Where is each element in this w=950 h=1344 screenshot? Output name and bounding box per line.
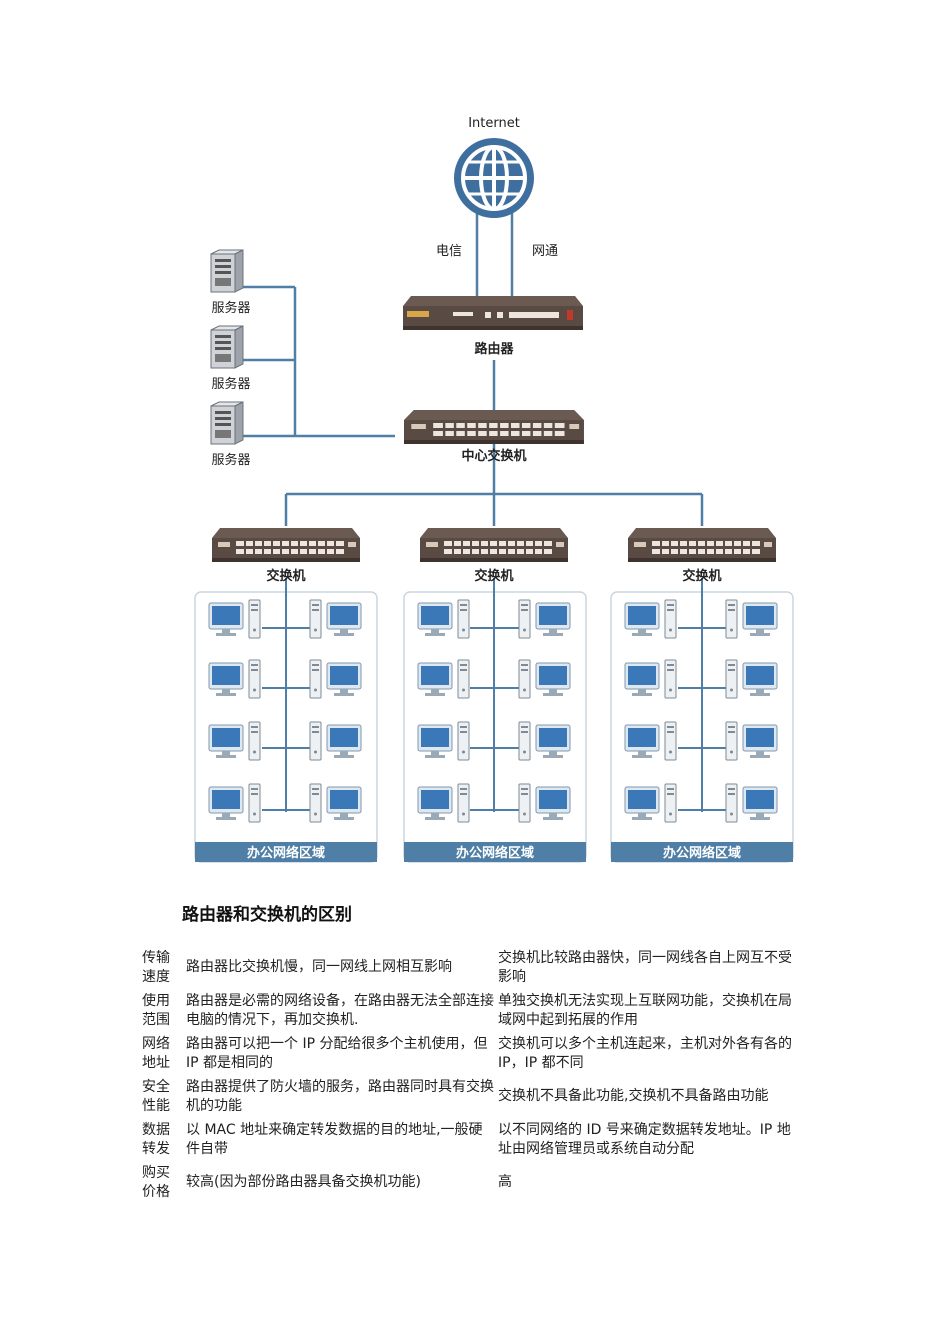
row-label: 安全性能	[142, 1078, 170, 1114]
table-row: 传输速度 路由器比交换机慢，同一网线上网相互影响 交换机比较路由器快，同一网线各…	[140, 946, 805, 989]
server-icon	[210, 325, 244, 369]
comparison-table: 传输速度 路由器比交换机慢，同一网线上网相互影响 交换机比较路由器快，同一网线各…	[140, 946, 805, 1204]
switch-icon	[211, 527, 361, 563]
server-icon	[210, 249, 244, 293]
switch-cell: 单独交换机无法实现上互联网功能，交换机在局域网中起到拓展的作用	[498, 992, 792, 1028]
router-cell: 路由器比交换机慢，同一网线上网相互影响	[186, 959, 452, 975]
office-area-label: 办公网络区域	[663, 845, 741, 861]
network-topology-diagram: Internet 电信 网通 路由器 中心交换机 服务器 服务器 服务器	[194, 116, 794, 863]
office-area-3: 办公网络区域	[610, 578, 794, 863]
core-switch-icon	[402, 408, 586, 446]
server-label: 服务器	[211, 452, 250, 468]
connection-lines	[243, 210, 704, 526]
server-label: 服务器	[211, 300, 250, 316]
office-area-label: 办公网络区域	[456, 845, 534, 861]
switch-label: 交换机	[266, 568, 305, 584]
switch-cell: 交换机不具备此功能,交换机不具备路由功能	[498, 1088, 769, 1104]
switch-cell: 交换机可以多个主机连起来，主机对外各有各的 IP，IP 都不同	[498, 1035, 792, 1071]
router-cell: 路由器可以把一个 IP 分配给很多个主机使用，但 IP 都是相同的	[186, 1035, 488, 1071]
table-row: 购买价格 较高(因为部份路由器具备交换机功能) 高	[140, 1161, 805, 1204]
office-area-1: 办公网络区域	[194, 578, 378, 863]
table-row: 网络地址 路由器可以把一个 IP 分配给很多个主机使用，但 IP 都是相同的 交…	[140, 1032, 805, 1075]
router-cell: 以 MAC 地址来确定转发数据的目的地址,一般硬件自带	[186, 1121, 483, 1157]
switch-icon	[627, 527, 777, 563]
row-label: 网络地址	[142, 1035, 170, 1071]
router-cell: 路由器提供了防火墙的服务，路由器同时具有交换机的功能	[186, 1078, 494, 1114]
internet-globe-icon	[454, 138, 534, 218]
row-label: 购买价格	[142, 1164, 170, 1200]
isp-left-label: 电信	[436, 244, 462, 259]
row-label: 使用范围	[142, 992, 170, 1028]
table-row: 安全性能 路由器提供了防火墙的服务，路由器同时具有交换机的功能 交换机不具备此功…	[140, 1075, 805, 1118]
row-label: 传输速度	[142, 949, 170, 985]
row-label: 数据转发	[142, 1121, 170, 1157]
table-row: 数据转发 以 MAC 地址来确定转发数据的目的地址,一般硬件自带 以不同网络的 …	[140, 1118, 805, 1161]
isp-right-label: 网通	[532, 244, 558, 259]
office-area-label: 办公网络区域	[247, 845, 325, 861]
core-switch-label: 中心交换机	[461, 448, 526, 464]
switch-icon	[419, 527, 569, 563]
switch-cell: 以不同网络的 ID 号来确定数据转发地址。IP 地址由网络管理员或系统自动分配	[498, 1121, 791, 1157]
router-cell: 路由器是必需的网络设备，在路由器无法全部连接电脑的情况下，再加交换机.	[186, 992, 494, 1028]
table-row: 使用范围 路由器是必需的网络设备，在路由器无法全部连接电脑的情况下，再加交换机.…	[140, 989, 805, 1032]
switch-label: 交换机	[682, 568, 721, 584]
office-area-2: 办公网络区域	[403, 578, 587, 863]
router-label: 路由器	[474, 341, 514, 357]
comparison-title: 路由器和交换机的区别	[182, 905, 352, 925]
server-label: 服务器	[211, 376, 250, 392]
server-icon	[210, 401, 244, 445]
switch-cell: 高	[498, 1174, 512, 1190]
router-cell: 较高(因为部份路由器具备交换机功能)	[186, 1174, 421, 1190]
switch-label: 交换机	[474, 568, 513, 584]
internet-label: Internet	[468, 116, 520, 131]
switch-cell: 交换机比较路由器快，同一网线各自上网互不受影响	[498, 949, 792, 985]
router-icon	[403, 296, 583, 330]
